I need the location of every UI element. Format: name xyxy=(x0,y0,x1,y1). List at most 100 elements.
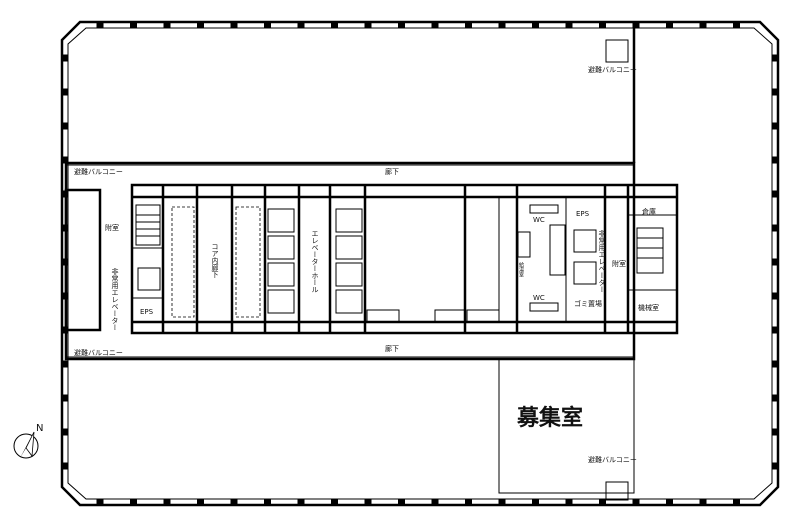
column xyxy=(331,498,338,506)
outer-wall xyxy=(60,20,780,507)
column xyxy=(771,54,779,62)
label-kitchenette: 給湯室 xyxy=(518,261,524,277)
column xyxy=(771,258,779,266)
label-balcony-top: 避難バルコニー xyxy=(588,65,637,74)
column xyxy=(197,21,204,29)
column xyxy=(565,21,573,29)
elevator-car xyxy=(335,262,363,287)
column xyxy=(61,428,69,436)
label-wc-1: WC xyxy=(533,216,545,224)
label-vacancy-room: 募集室 xyxy=(516,405,583,431)
column xyxy=(264,498,271,506)
balcony-stair-top xyxy=(605,39,629,63)
column xyxy=(771,326,779,334)
label-vestibule-left: 附室 xyxy=(105,223,119,232)
column xyxy=(297,498,305,506)
column xyxy=(532,21,539,29)
column xyxy=(599,21,606,29)
column xyxy=(364,498,372,506)
label-corridor-bottom: 廊下 xyxy=(385,344,399,353)
elevator-car xyxy=(335,208,363,233)
column xyxy=(364,21,372,29)
column xyxy=(699,21,707,29)
column xyxy=(431,498,439,506)
elevator-car xyxy=(267,235,295,260)
column xyxy=(163,21,171,29)
column xyxy=(61,156,69,164)
label-garbage: ゴミ置場 xyxy=(574,299,602,308)
column xyxy=(163,498,171,506)
column xyxy=(61,394,69,402)
label-storage: 倉庫 xyxy=(642,207,656,216)
column xyxy=(666,21,673,29)
elevator-car-left xyxy=(137,267,161,291)
column xyxy=(771,156,779,164)
label-balcony-left-bottom: 避難バルコニー xyxy=(74,348,123,357)
core-outline xyxy=(64,161,636,361)
elevator-cars xyxy=(267,208,363,314)
column xyxy=(771,122,779,130)
label-emergency-elevator-left: 非常用エレベーター xyxy=(111,267,119,331)
column xyxy=(771,428,779,436)
stairs-right-icon xyxy=(636,227,664,274)
label-balcony-left-top: 避難バルコニー xyxy=(74,167,123,176)
label-core-corridor: コア内廊下 xyxy=(211,243,219,279)
column xyxy=(197,498,204,506)
column xyxy=(771,190,779,198)
column xyxy=(666,498,673,506)
column xyxy=(431,21,439,29)
column xyxy=(532,498,539,506)
column xyxy=(771,394,779,402)
column xyxy=(771,360,779,368)
label-vestibule-right: 附室 xyxy=(612,259,626,268)
column xyxy=(465,498,472,506)
elevator-car xyxy=(335,235,363,260)
column xyxy=(61,88,69,96)
wc-fixtures xyxy=(517,204,566,312)
column xyxy=(230,498,238,506)
column xyxy=(632,21,640,29)
column xyxy=(130,498,137,506)
column xyxy=(498,498,506,506)
label-eps-right: EPS xyxy=(576,210,590,218)
north-label: N xyxy=(36,423,43,434)
column xyxy=(465,21,472,29)
column xyxy=(61,360,69,368)
label-eps-left: EPS xyxy=(140,308,154,316)
elevator-car xyxy=(335,289,363,314)
column xyxy=(130,21,137,29)
stairs-left-icon xyxy=(135,204,161,246)
core-rooms xyxy=(130,183,679,335)
column xyxy=(699,498,707,506)
column xyxy=(96,498,104,506)
column xyxy=(398,21,405,29)
column xyxy=(230,21,238,29)
elevator-car xyxy=(267,262,295,287)
elevator-car xyxy=(267,289,295,314)
left-balcony-block xyxy=(64,188,102,332)
column xyxy=(61,462,69,470)
column xyxy=(61,122,69,130)
column xyxy=(498,21,506,29)
column xyxy=(771,88,779,96)
vacancy-room-outline xyxy=(498,359,635,494)
dashed-shafts xyxy=(171,206,261,318)
column xyxy=(771,292,779,300)
north-arrow-icon: N xyxy=(13,423,43,459)
label-balcony-bottom: 避難バルコニー xyxy=(588,455,637,464)
column xyxy=(264,21,271,29)
column xyxy=(632,498,640,506)
column xyxy=(771,462,779,470)
column xyxy=(331,21,338,29)
outer-wall-inner xyxy=(67,27,773,500)
column xyxy=(733,498,740,506)
elevator-car xyxy=(267,208,295,233)
label-wc-2: WC xyxy=(533,294,545,302)
column xyxy=(398,498,405,506)
column xyxy=(733,21,740,29)
column xyxy=(565,498,573,506)
column xyxy=(599,498,606,506)
label-corridor-top: 廊下 xyxy=(385,167,399,176)
column xyxy=(297,21,305,29)
